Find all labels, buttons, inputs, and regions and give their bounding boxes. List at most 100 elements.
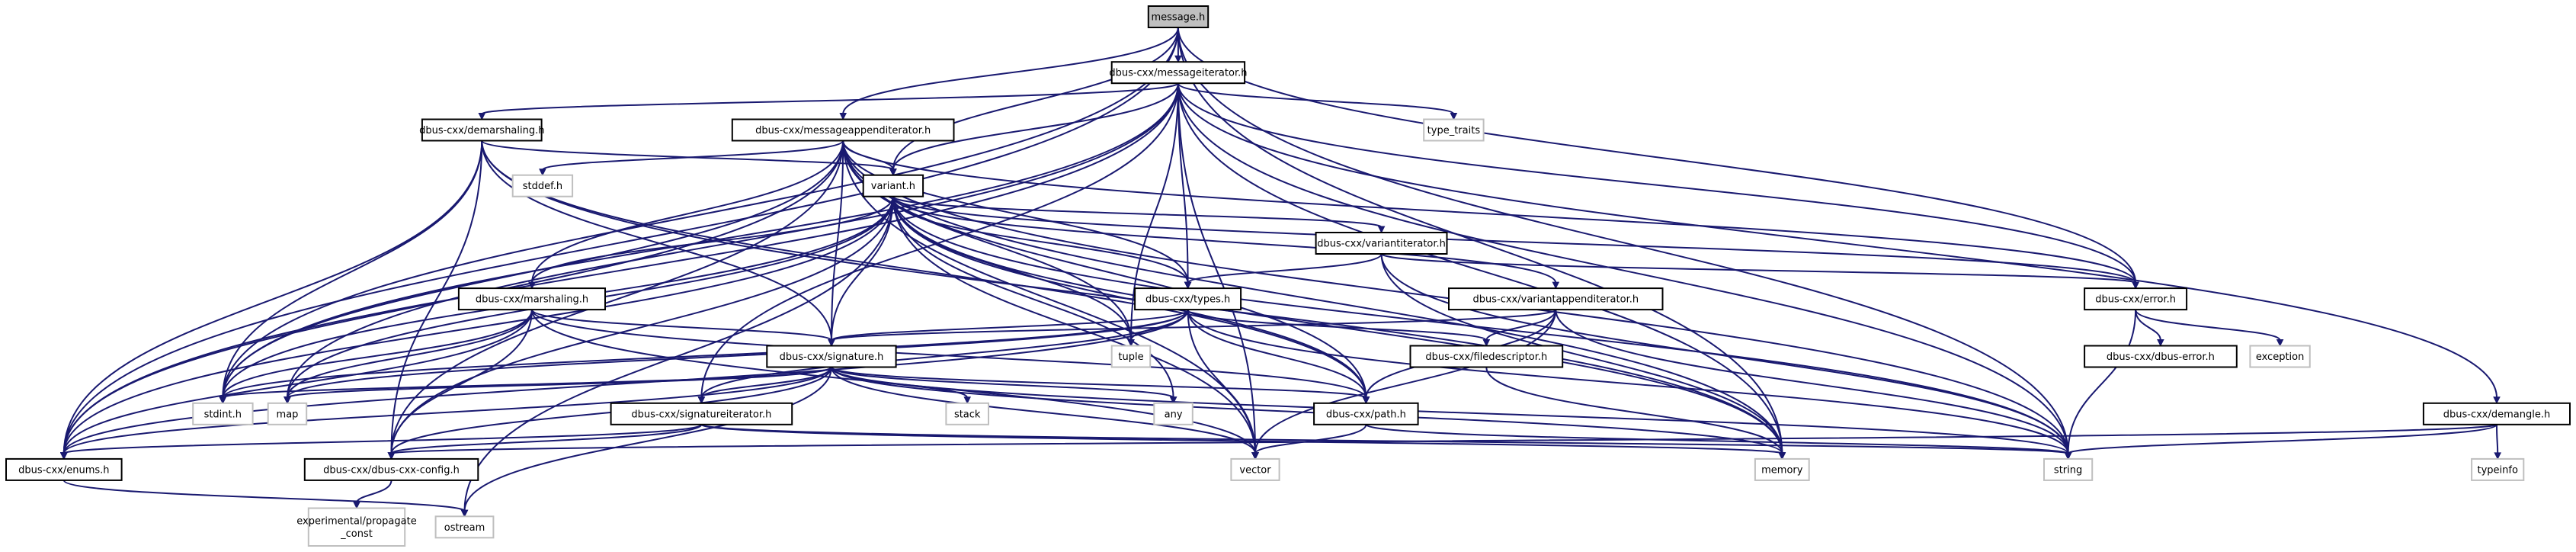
- edge-types-h-to-path-h: [1187, 310, 1367, 398]
- node-demangle-h[interactable]: dbus-cxx/demangle.h: [2422, 402, 2571, 425]
- edge-variant-h-to-ostream: [463, 196, 894, 512]
- edge-demangle-h-to-typeinfo: [2496, 424, 2499, 454]
- node-stdint-h: stdint.h: [192, 402, 254, 425]
- node-variantappenditerator-h[interactable]: dbus-cxx/variantappenditerator.h: [1448, 287, 1664, 311]
- svg-text:map: map: [277, 409, 299, 420]
- svg-text:variant.h: variant.h: [871, 181, 915, 192]
- edge-arrowhead: [219, 396, 227, 404]
- svg-text:dbus-cxx/demangle.h: dbus-cxx/demangle.h: [2443, 409, 2550, 420]
- edge-arrowhead: [2064, 452, 2072, 461]
- edge-arrowhead: [1184, 281, 1192, 290]
- edge-error-h-to-dbus-error-h: [2135, 310, 2161, 341]
- svg-text:dbus-cxx/error.h: dbus-cxx/error.h: [2095, 294, 2176, 306]
- edge-message-h-to-string: [1177, 27, 2069, 454]
- edge-variant-h-to-signature-h: [831, 196, 894, 341]
- node-stack: stack: [945, 402, 990, 425]
- edge-error-h-to-exception: [2135, 309, 2281, 342]
- node-vector: vector: [1230, 457, 1280, 481]
- svg-text:vector: vector: [1239, 464, 1271, 476]
- edge-demarshaling-h-to-enums-h: [62, 140, 483, 454]
- node-any: any: [1153, 402, 1193, 425]
- edge-arrowhead: [1169, 396, 1177, 404]
- edge-messageiterator-h-to-memory: [1177, 83, 1783, 454]
- edge-types-h-to-enums-h: [62, 310, 1189, 454]
- svg-text:dbus-cxx/path.h: dbus-cxx/path.h: [1326, 409, 1406, 420]
- node-variantiterator-h[interactable]: dbus-cxx/variantiterator.h: [1315, 232, 1448, 255]
- node-types-h[interactable]: dbus-cxx/types.h: [1134, 287, 1242, 311]
- node-tuple: tuple: [1110, 345, 1152, 368]
- edge-marshaling-h-to-dbus-cxx-config-h: [390, 310, 533, 454]
- edge-arrowhead: [528, 281, 536, 290]
- node-signatureiterator-h[interactable]: dbus-cxx/signatureiterator.h: [610, 402, 793, 425]
- node-dbus-cxx-config-h[interactable]: dbus-cxx/dbus-cxx-config.h: [303, 457, 479, 481]
- edge-signature-h-to-path-h: [831, 366, 1367, 399]
- edge-messageiterator-h-to-vector: [1177, 83, 1256, 454]
- edge-variant-h-to-vector: [892, 196, 1256, 454]
- svg-text:ostream: ostream: [444, 522, 485, 534]
- node-map: map: [267, 402, 308, 425]
- dependency-nodes: message.h dbus-cxx/messageiterator.h dbu…: [5, 5, 2571, 547]
- node-messageappenditerator-h[interactable]: dbus-cxx/messageappenditerator.h: [731, 118, 955, 142]
- edge-messageiterator-h-to-demarshaling-h: [481, 82, 1179, 115]
- node-error-h[interactable]: dbus-cxx/error.h: [2084, 287, 2188, 311]
- edge-variant-h-to-path-h: [892, 196, 1367, 398]
- edge-arrowhead: [59, 452, 68, 461]
- edge-enums-h-to-ostream: [62, 479, 466, 512]
- edge-signature-h-to-map: [287, 366, 832, 399]
- edge-arrowhead: [539, 168, 546, 176]
- svg-text:dbus-cxx/variantappenditerator: dbus-cxx/variantappenditerator.h: [1473, 294, 1639, 306]
- edge-arrowhead: [2276, 339, 2284, 347]
- edge-variant-h-to-dbus-cxx-config-h: [390, 196, 894, 454]
- edge-messageiterator-h-to-error-h: [1177, 83, 2137, 284]
- node-demarshaling-h[interactable]: dbus-cxx/demarshaling.h: [419, 118, 545, 142]
- edge-arrowhead: [828, 339, 835, 347]
- node-ostream: ostream: [434, 515, 495, 539]
- edge-messageiterator-h-to-variant-h: [892, 83, 1179, 170]
- edge-messageiterator-h-to-string: [1177, 83, 2069, 454]
- edge-dbus-cxx-config-h-to-experimental-propagate-const: [356, 480, 392, 503]
- node-variant-h[interactable]: variant.h: [862, 174, 924, 197]
- edge-types-h-to-vector: [1187, 310, 1256, 454]
- node-path-h[interactable]: dbus-cxx/path.h: [1313, 402, 1419, 425]
- edge-signature-h-to-any: [831, 366, 1174, 399]
- node-enums-h[interactable]: dbus-cxx/enums.h: [5, 457, 123, 481]
- edge-variantiterator-h-to-string: [1380, 253, 2069, 454]
- dependency-edges: [59, 27, 2502, 518]
- svg-text:dbus-cxx/messageiterator.h: dbus-cxx/messageiterator.h: [1109, 68, 1247, 79]
- edge-messageappenditerator-h-to-stddef-h: [541, 140, 844, 171]
- edge-variant-h-to-marshaling-h: [531, 196, 894, 284]
- node-signature-h[interactable]: dbus-cxx/signature.h: [766, 345, 897, 368]
- edge-signatureiterator-h-to-enums-h: [62, 423, 703, 454]
- edge-arrowhead: [353, 502, 360, 509]
- node-filedescriptor-h[interactable]: dbus-cxx/filedescriptor.h: [1409, 345, 1564, 368]
- edge-arrowhead: [889, 168, 897, 176]
- edge-variantappenditerator-h-to-string: [1555, 310, 2069, 454]
- edge-types-h-to-filedescriptor-h: [1187, 309, 1488, 342]
- edge-variant-h-to-types-h: [892, 196, 1189, 284]
- node-dbus-error-h[interactable]: dbus-cxx/dbus-error.h: [2084, 345, 2238, 368]
- svg-text:stddef.h: stddef.h: [523, 181, 562, 192]
- edge-messageiterator-h-to-signatureiterator-h: [700, 83, 1179, 398]
- edge-arrowhead: [284, 396, 291, 404]
- node-message-h: message.h: [1147, 5, 1210, 28]
- edge-arrowhead: [460, 509, 469, 518]
- edge-arrowhead: [1251, 452, 1259, 461]
- svg-text:type_traits: type_traits: [1427, 125, 1481, 136]
- node-typeinfo: typeinfo: [2471, 457, 2525, 481]
- edge-messageappenditerator-h-to-dbus-cxx-config-h: [390, 140, 844, 454]
- edge-variantappenditerator-h-to-signature-h: [831, 309, 1557, 342]
- edge-signature-h-to-string: [831, 367, 2069, 454]
- edge-message-h-to-enums-h: [62, 27, 1179, 454]
- edge-arrowhead: [478, 113, 486, 120]
- svg-text:typeinfo: typeinfo: [2477, 464, 2517, 476]
- edge-arrowhead: [963, 396, 972, 404]
- edge-arrowhead: [1482, 339, 1491, 347]
- edge-types-h-to-stdint-h: [222, 309, 1189, 399]
- svg-text:dbus-cxx/marshaling.h: dbus-cxx/marshaling.h: [476, 294, 588, 306]
- edge-variant-h-to-variantappenditerator-h: [892, 196, 1557, 284]
- edge-messageappenditerator-h-to-enums-h: [62, 140, 844, 454]
- node-memory: memory: [1754, 457, 1810, 481]
- node-messageiterator-h[interactable]: dbus-cxx/messageiterator.h: [1109, 61, 1247, 85]
- node-stddef-h: stddef.h: [511, 174, 574, 197]
- node-marshaling-h[interactable]: dbus-cxx/marshaling.h: [457, 287, 607, 311]
